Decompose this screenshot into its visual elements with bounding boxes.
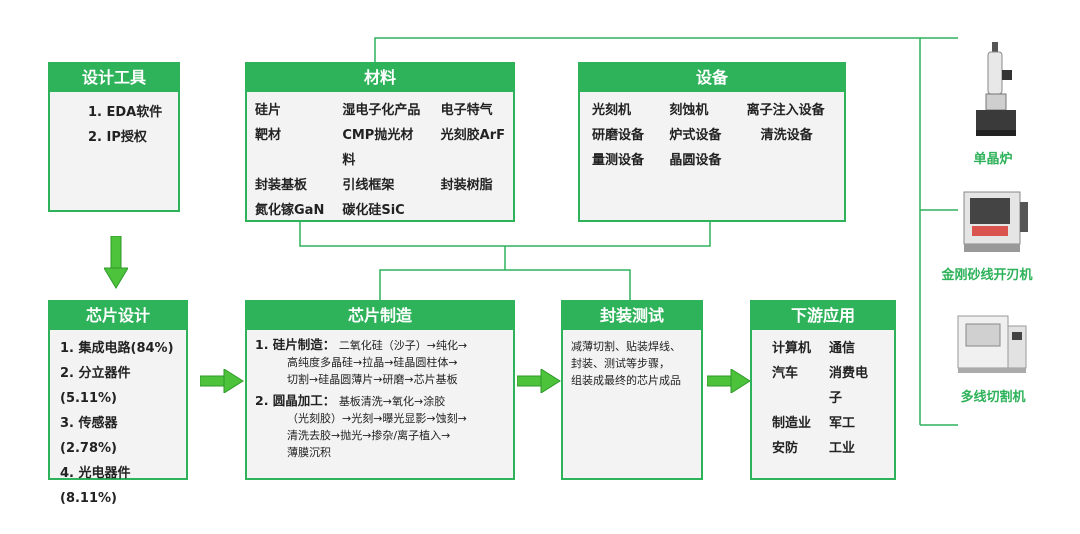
- chip-design-item: 2. 分立器件(5.11%): [60, 366, 131, 406]
- packaging-line: 减薄切割、贴装焊线、: [571, 340, 681, 353]
- down-arrow-icon: [104, 236, 128, 289]
- equipment-item: 光刻机: [592, 103, 632, 118]
- material-item: 电子特气: [440, 103, 493, 118]
- material-item: 氮化镓GaN: [255, 203, 325, 218]
- packaging-line: 组装成最终的芯片成品: [571, 374, 681, 387]
- packaging-testing-title: 封装测试: [563, 302, 701, 330]
- chip-design-box: 芯片设计 1. 集成电路(84%) 2. 分立器件(5.11%) 3. 传感器 …: [48, 300, 188, 506]
- process-line: （光刻胶）→光刻→曝光显影→蚀刻→: [287, 412, 467, 425]
- design-tools-box: 设计工具 1. EDA软件 2. IP授权: [48, 62, 180, 212]
- material-item: 封装树脂: [440, 178, 493, 193]
- material-item: 光刻胶ArF: [440, 128, 505, 143]
- process-line: 清洗去胶→抛光→掺杂/离子植入→: [287, 429, 451, 442]
- process-line: 薄膜沉积: [287, 446, 331, 459]
- application-item: 汽车: [772, 366, 799, 381]
- equipment-item: 研磨设备: [592, 128, 645, 143]
- material-item: 湿电子化产品: [342, 103, 421, 118]
- process-line: 切割→硅晶圆薄片→研磨→芯片基板: [287, 373, 458, 386]
- chip-manufacturing-box: 芯片制造 1. 硅片制造： 二氧化硅（沙子）→纯化→ 高纯度多晶硅→拉晶→硅晶圆…: [245, 300, 515, 480]
- design-tools-title: 设计工具: [50, 64, 178, 92]
- application-item: 制造业: [772, 416, 812, 431]
- application-item: 消费电子: [829, 366, 869, 406]
- design-tool-item: 1. EDA软件: [88, 105, 163, 120]
- equipment-item: 刻蚀机: [669, 103, 709, 118]
- material-item: 引线框架: [342, 178, 395, 193]
- crystal-furnace-icon: [976, 42, 1016, 136]
- application-item: 通信: [829, 341, 856, 356]
- wafer-processing-label: 2. 圆晶加工：: [255, 393, 336, 408]
- machine-label: 多线切割机: [960, 390, 1026, 405]
- material-item: 靶材: [255, 128, 282, 143]
- materials-title: 材料: [247, 64, 513, 92]
- downstream-title: 下游应用: [752, 302, 894, 330]
- design-tool-item: 2. IP授权: [88, 130, 147, 145]
- application-item: 军工: [829, 416, 856, 431]
- right-arrow-icon: [200, 369, 244, 393]
- process-line: 二氧化硅（沙子）→纯化→: [338, 339, 468, 352]
- machine-label: 单晶炉: [973, 152, 1013, 167]
- equipment-item: 晶圆设备: [669, 153, 722, 168]
- material-item: CMP抛光材料: [342, 128, 414, 168]
- application-item: 工业: [829, 441, 856, 456]
- materials-box: 材料 硅片 湿电子化产品 电子特气 靶材 CMP抛光材料 光刻胶ArF 封装基板…: [245, 62, 515, 222]
- chip-design-item: 4. 光电器件(8.11%): [60, 466, 131, 506]
- equipment-item: 清洗设备: [760, 128, 813, 143]
- application-item: 安防: [772, 441, 799, 456]
- equipment-item: 量测设备: [592, 153, 645, 168]
- downstream-box: 下游应用 计算机 通信 汽车 消费电子 制造业 军工 安防 工业: [750, 300, 896, 480]
- application-item: 计算机: [772, 341, 812, 356]
- chip-design-item: 1. 集成电路(84%): [60, 341, 174, 356]
- material-item: 封装基板: [255, 178, 308, 193]
- equipment-box: 设备 光刻机 刻蚀机 离子注入设备 研磨设备 炉式设备 清洗设备 量测设备 晶圆…: [578, 62, 846, 222]
- multi-wire-saw-icon: [957, 315, 1027, 373]
- equipment-title: 设备: [580, 64, 844, 92]
- material-item: 硅片: [255, 103, 282, 118]
- chip-manufacturing-title: 芯片制造: [247, 302, 513, 330]
- process-line: 基板清洗→氧化→涂胶: [338, 395, 446, 408]
- packaging-line: 封装、测试等步骤，: [571, 357, 670, 370]
- silicon-manufacturing-label: 1. 硅片制造：: [255, 337, 336, 352]
- chip-design-title: 芯片设计: [50, 302, 186, 330]
- diamond-wire-machine-icon: [963, 191, 1028, 252]
- equipment-item: 离子注入设备: [746, 103, 825, 118]
- material-item: 碳化硅SiC: [342, 203, 405, 218]
- right-arrow-icon: [517, 369, 561, 393]
- right-arrow-icon: [707, 369, 751, 393]
- machine-label: 金刚砂线开刃机: [941, 268, 1033, 283]
- process-line: 高纯度多晶硅→拉晶→硅晶圆柱体→: [287, 356, 458, 369]
- equipment-item: 炉式设备: [669, 128, 722, 143]
- chip-design-item: 3. 传感器 (2.78%): [60, 416, 131, 456]
- packaging-testing-box: 封装测试 减薄切割、贴装焊线、 封装、测试等步骤， 组装成最终的芯片成品: [561, 300, 703, 480]
